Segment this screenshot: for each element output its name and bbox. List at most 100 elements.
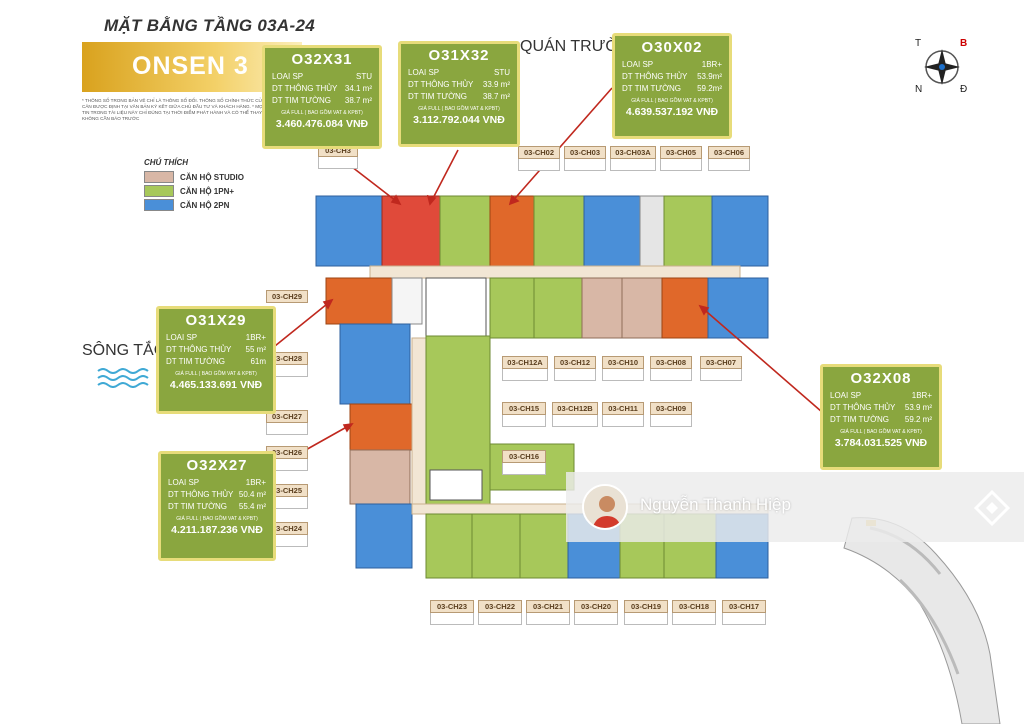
- callout-label: LOAI SP: [622, 60, 654, 69]
- callout-price: 4.211.187.236 VNĐ: [171, 524, 263, 536]
- second-row: [325, 277, 769, 339]
- unit-code: 03-CH16: [502, 450, 546, 463]
- callout-label: DT THÔNG THỦY: [272, 84, 338, 93]
- callout-row-net-area: DT THÔNG THỦY 53.9 m²: [830, 402, 932, 414]
- callout-label: DT TIM TƯỜNG: [830, 415, 890, 424]
- callout-value: 38.7 m²: [482, 92, 510, 101]
- unit-code: 03-CH19: [624, 600, 668, 613]
- unit-info: [650, 369, 692, 381]
- unit-tag: 03-CH20: [574, 600, 618, 625]
- callout-value: 55.4 m²: [238, 502, 266, 511]
- callout-price: 4.465.133.691 VNĐ: [169, 379, 263, 391]
- unit-info: [610, 159, 656, 171]
- legend-label-1pn: CĂN HỘ 1PN+: [180, 186, 235, 196]
- callout-value: 61m: [250, 357, 266, 366]
- callout-code: O31X32: [428, 47, 490, 64]
- compass-label-w: Đ: [960, 84, 968, 95]
- callout-value: 1BR+: [701, 60, 722, 69]
- watermark-logo-icon: [973, 489, 1011, 527]
- callout-row-type: LOAI SP 1BR+: [168, 477, 266, 489]
- unit-info: [502, 463, 546, 475]
- callout-label: DT THÔNG THỦY: [168, 490, 234, 499]
- callout-note: GIÁ FULL ( BAO GỒM VAT & KPBT): [631, 98, 713, 104]
- callout-value: STU: [494, 68, 510, 77]
- watermark-banner: [566, 472, 1024, 542]
- unit-info: [564, 159, 606, 171]
- unit-code: 03-CH27: [266, 410, 308, 423]
- unit-tag: 03-CH12A: [502, 356, 548, 381]
- top-wing: [315, 195, 769, 267]
- callout-arrows: [269, 87, 823, 471]
- unit-tag: 03-CH12: [554, 356, 596, 381]
- unit-info: [602, 415, 644, 427]
- callout-label: DT THÔNG THỦY: [622, 72, 688, 81]
- callout-row-type: LOAI SP 1BR+: [166, 332, 266, 344]
- legend-item-studio: CĂN HỘ STUDIO: [144, 171, 244, 183]
- callout-label: LOAI SP: [166, 333, 198, 342]
- unit-tag: 03-CH05: [660, 146, 702, 171]
- unit-info: [602, 369, 644, 381]
- unit-code: 03-CH05: [660, 146, 702, 159]
- unit-info: [318, 157, 358, 169]
- unit-code: 03-CH26: [266, 446, 308, 459]
- unit-code: 03-CH09: [650, 402, 692, 415]
- callout-label: DT TIM TƯỜNG: [168, 502, 228, 511]
- callout-value: 59.2m²: [697, 84, 722, 93]
- unit-code: 03-CH18: [672, 600, 716, 613]
- callout-value: 53.9 m²: [904, 403, 932, 412]
- legend-swatch-1pn: [144, 185, 174, 197]
- unit-tag: 03-CH17: [722, 600, 766, 625]
- callout-value: 1BR+: [911, 391, 932, 400]
- unit-code: 03-CH06: [708, 146, 750, 159]
- unit-tag: 03-CH02: [518, 146, 560, 171]
- callout-label: LOAI SP: [168, 478, 200, 487]
- callout-note: GIÁ FULL ( BAO GỒM VAT & KPBT): [281, 110, 363, 116]
- callout-value: 1BR+: [245, 478, 266, 487]
- unit-code: 03-CH12B: [552, 402, 598, 415]
- unit-code: 03-CH23: [430, 600, 474, 613]
- corridor-top: [369, 265, 741, 279]
- callout-price: 3.784.031.525 VNĐ: [834, 437, 928, 449]
- unit-tag: 03-CH29: [266, 290, 308, 303]
- unit-code: 03-CH12A: [502, 356, 548, 369]
- legend-swatch-2pn: [144, 199, 174, 211]
- callout-label: DT TIM TƯỜNG: [166, 357, 226, 366]
- unit-tag: 03-CH11: [602, 402, 644, 427]
- callout-price: 3.112.792.044 VNĐ: [413, 114, 505, 126]
- unit-tag: 03-CH21: [526, 600, 570, 625]
- callout-label: DT THÔNG THỦY: [830, 403, 896, 412]
- callout-note: GIÁ FULL ( BAO GỒM VAT & KPBT): [840, 429, 922, 435]
- left-wing: [339, 323, 427, 569]
- project-name: ONSEN 3: [132, 52, 249, 80]
- watermark-name: Nguyễn Thanh Hiệp: [640, 495, 791, 514]
- unit-code: 03-CH03: [564, 146, 606, 159]
- callout-code: O32X27: [186, 457, 248, 474]
- unit-code: 03-CH08: [650, 356, 692, 369]
- unit-tag: 03-CH23: [430, 600, 474, 625]
- callout-value: 1BR+: [245, 333, 266, 342]
- callout-code: O30X02: [641, 39, 703, 56]
- unit-tag: 03-CH03: [564, 146, 606, 171]
- unit-tag: 03-CH10: [602, 356, 644, 381]
- water-waves-icon: [97, 368, 149, 388]
- legend-item-1pn: CĂN HỘ 1PN+: [144, 185, 244, 197]
- legend-label-2pn: CĂN HỘ 2PN: [180, 200, 230, 210]
- callout-label: DT THÔNG THỦY: [166, 345, 232, 354]
- unit-info: [430, 613, 474, 625]
- unit-info: [672, 613, 716, 625]
- callout-value: 59.2 m²: [904, 415, 932, 424]
- unit-tag: 03-CH22: [478, 600, 522, 625]
- disclaimer-text: * THÔNG SỐ TRONG BẢN VẼ CHỈ LÀ THÔNG SỐ …: [82, 98, 282, 121]
- center-block: [425, 335, 575, 507]
